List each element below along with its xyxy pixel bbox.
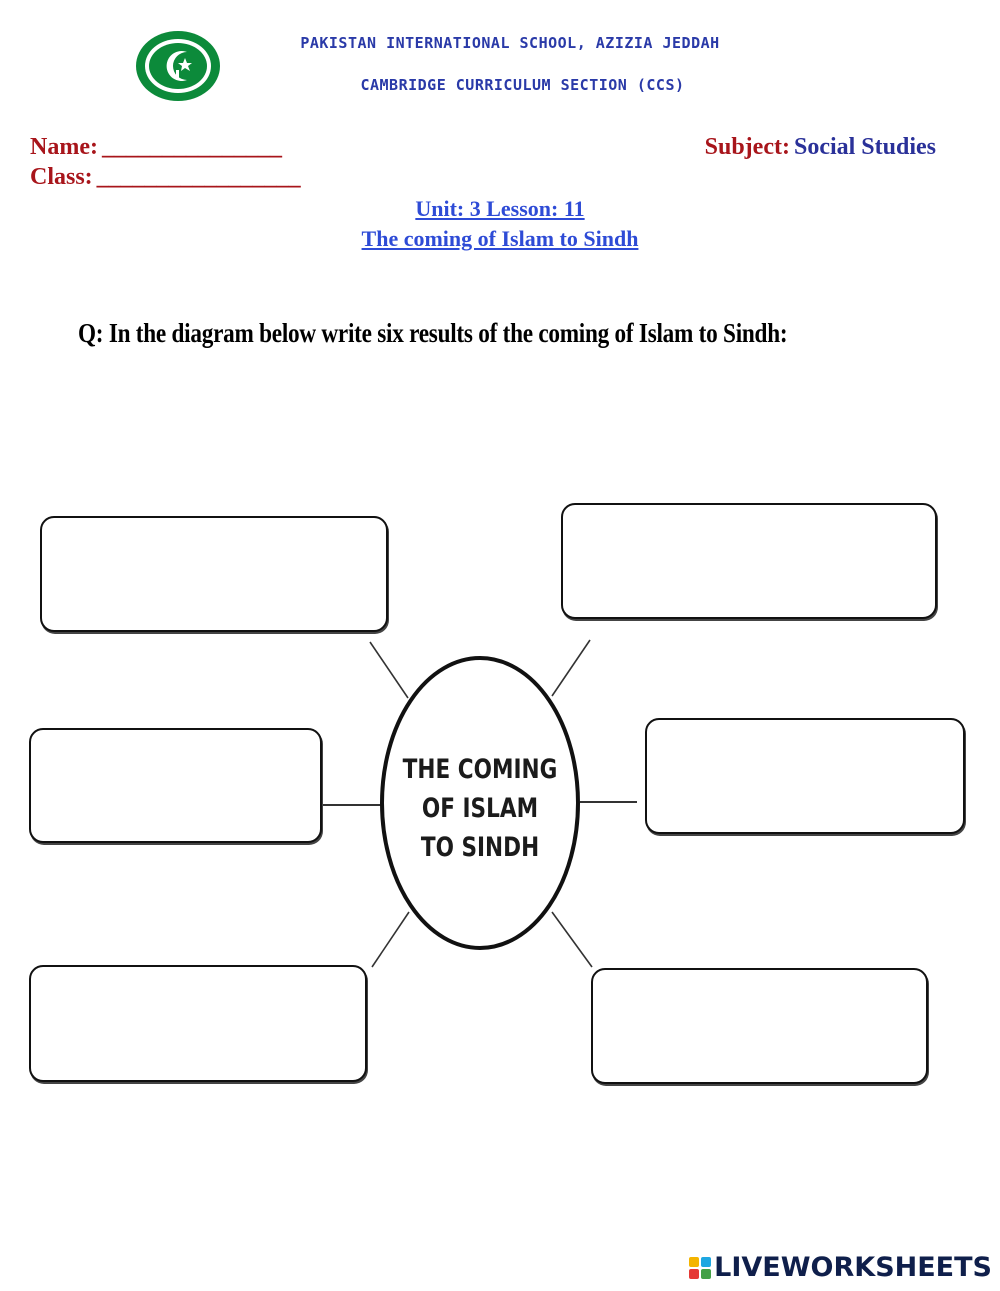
- liveworksheets-logo-icon: [689, 1256, 712, 1279]
- centre-ellipse: [380, 656, 580, 950]
- answer-input-3[interactable]: [31, 730, 320, 841]
- school-crest-icon: [136, 31, 220, 101]
- brand-text: LIVEWORKSHEETS: [714, 1252, 992, 1283]
- answer-box-top-right[interactable]: [561, 503, 937, 619]
- subject-value: Social Studies: [793, 134, 936, 160]
- name-blank[interactable]: _______________: [101, 134, 282, 160]
- question-text: Q: In the diagram below write six result…: [78, 318, 788, 348]
- centre-label: THE COMING OF ISLAM TO SINDH: [400, 750, 560, 867]
- answer-box-top-left[interactable]: [40, 516, 388, 632]
- answer-input-6[interactable]: [593, 970, 926, 1082]
- centre-line-3: TO SINDH: [420, 832, 540, 863]
- connector-bottom-left: [371, 911, 410, 968]
- answer-input-5[interactable]: [31, 967, 365, 1080]
- liveworksheets-brand: LIVEWORKSHEETS: [689, 1252, 992, 1283]
- centre-line-2: OF ISLAM: [421, 793, 539, 824]
- class-field: Class: _________________: [30, 164, 301, 191]
- centre-line-1: THE COMING: [402, 754, 558, 785]
- answer-box-middle-right[interactable]: [645, 718, 965, 834]
- school-section: Cambridge Curriculum Section (CCS): [360, 76, 685, 94]
- answer-box-bottom-left[interactable]: [29, 965, 367, 1082]
- answer-input-4[interactable]: [647, 720, 963, 832]
- mind-map-diagram: [323, 639, 637, 968]
- class-blank[interactable]: _________________: [96, 164, 301, 190]
- connector-top-left: [369, 641, 409, 699]
- subject-label: Subject:: [704, 134, 790, 160]
- school-logo: [135, 30, 221, 102]
- name-label: Name:: [30, 134, 98, 160]
- subject-field: Subject: Social Studies: [705, 134, 936, 161]
- answer-input-2[interactable]: [563, 505, 935, 617]
- answer-box-middle-left[interactable]: [29, 728, 322, 843]
- answer-box-bottom-right[interactable]: [591, 968, 928, 1084]
- unit-lesson-heading: Unit: 3 Lesson: 11: [415, 196, 585, 221]
- name-field: Name: _______________: [30, 134, 282, 161]
- connector-top-right: [551, 639, 591, 697]
- class-label: Class:: [30, 164, 93, 190]
- school-name: Pakistan International School, Azizia Je…: [300, 34, 720, 52]
- connector-bottom-right: [551, 911, 593, 968]
- answer-input-1[interactable]: [42, 518, 386, 630]
- lesson-title: The coming of Islam to Sindh: [361, 226, 639, 251]
